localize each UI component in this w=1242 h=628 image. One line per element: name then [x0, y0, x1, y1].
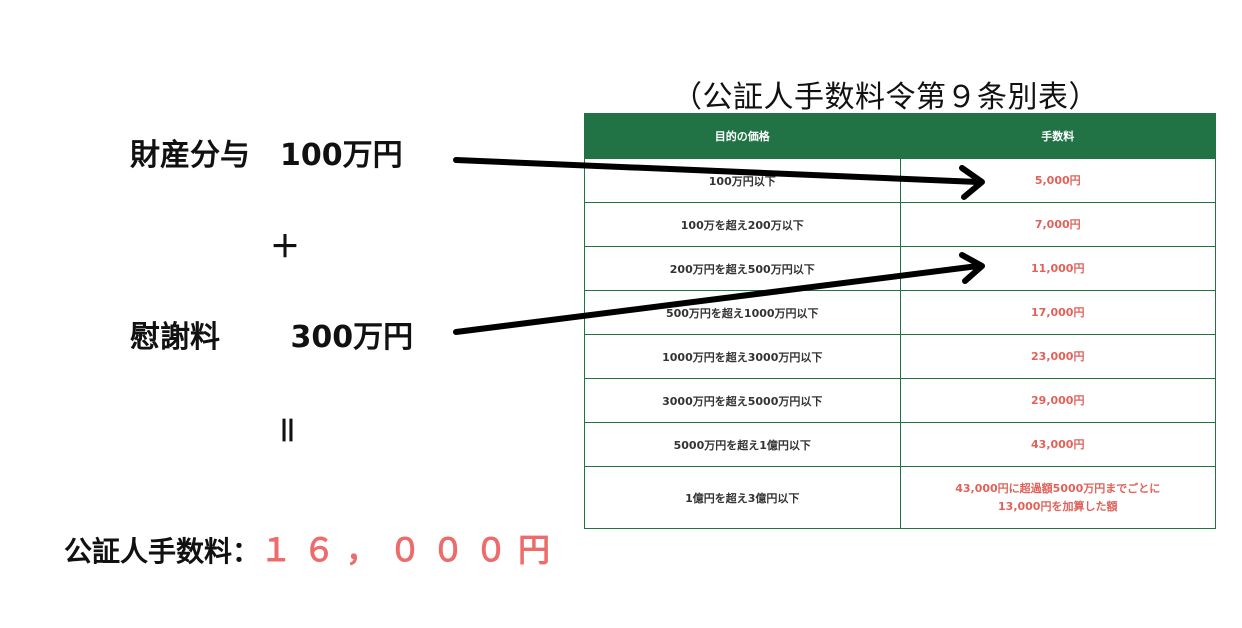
fee-cell-line: 43,000円に超過額5000万円までごとに — [955, 481, 1161, 495]
price-cell: 100万を超え200万以下 — [584, 202, 901, 247]
item-consolation-money: 慰謝料 300万円 — [130, 320, 414, 355]
table-row: 500万円を超え1000万円以下 17,000円 — [584, 290, 1216, 335]
price-cell: 5000万円を超え1億円以下 — [584, 422, 901, 467]
header-fee: 手数料 — [899, 113, 1216, 159]
result-amount: １６，０００円 — [260, 531, 562, 569]
plus-sign: ＋ — [270, 230, 300, 265]
price-cell: 500万円を超え1000万円以下 — [584, 290, 901, 335]
price-cell: 1億円を超え3億円以下 — [584, 466, 901, 529]
result-label: 公証人手数料： — [64, 535, 261, 568]
table-row: 100万円以下 5,000円 — [584, 158, 1216, 203]
table-row: 1000万円を超え3000万円以下 23,000円 — [584, 334, 1216, 379]
table-row: 1億円を超え3億円以下 43,000円に超過額5000万円までごとに 13,00… — [584, 466, 1216, 529]
table-caption: （公証人手数料令第９条別表） — [672, 80, 1099, 115]
fee-cell: 11,000円 — [899, 246, 1216, 291]
table-row: 200万円を超え500万円以下 11,000円 — [584, 246, 1216, 291]
fee-cell: 43,000円 — [899, 422, 1216, 467]
price-cell: 3000万円を超え5000万円以下 — [584, 378, 901, 423]
table-row: 3000万円を超え5000万円以下 29,000円 — [584, 378, 1216, 423]
fee-cell: 5,000円 — [899, 158, 1216, 203]
table-row: 5000万円を超え1億円以下 43,000円 — [584, 422, 1216, 467]
header-price: 目的の価格 — [584, 113, 901, 159]
price-cell: 100万円以下 — [584, 158, 901, 203]
fee-cell: 17,000円 — [899, 290, 1216, 335]
fee-cell: 23,000円 — [899, 334, 1216, 379]
notary-fee-result: 公証人手数料：１６，０００円 — [64, 530, 561, 572]
table-row: 100万を超え200万以下 7,000円 — [584, 202, 1216, 247]
fee-cell: 29,000円 — [899, 378, 1216, 423]
item-property-division: 財産分与 100万円 — [130, 138, 403, 173]
fee-cell: 7,000円 — [899, 202, 1216, 247]
table-header-row: 目的の価格 手数料 — [584, 113, 1216, 159]
equals-sign: ＝ — [268, 415, 303, 445]
price-cell: 200万円を超え500万円以下 — [584, 246, 901, 291]
fee-cell: 43,000円に超過額5000万円までごとに 13,000円を加算した額 — [899, 466, 1216, 529]
fee-cell-line: 13,000円を加算した額 — [998, 499, 1118, 513]
price-cell: 1000万円を超え3000万円以下 — [584, 334, 901, 379]
fee-table: 目的の価格 手数料 100万円以下 5,000円 100万を超え200万以下 7… — [584, 113, 1216, 529]
